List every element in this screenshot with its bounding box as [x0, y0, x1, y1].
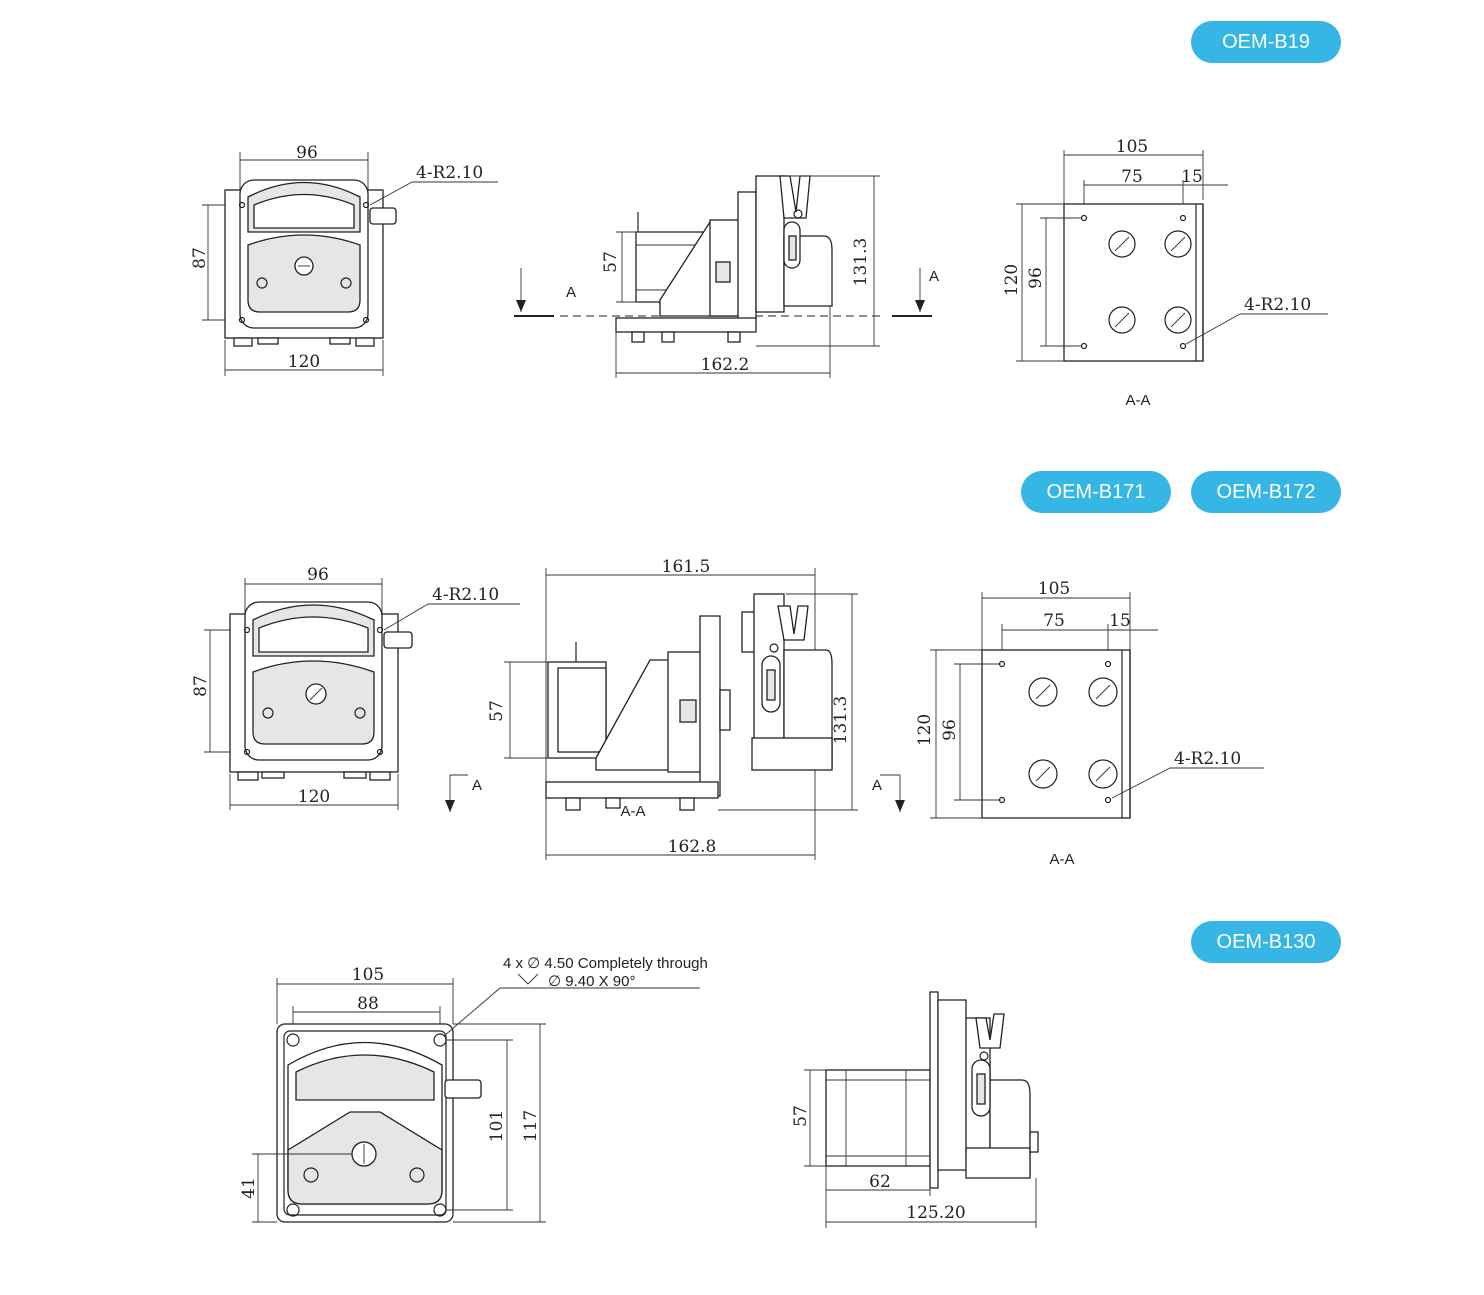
b130-dim-105: 105 [352, 965, 384, 985]
b19-aa-dim-15: 15 [1181, 167, 1203, 187]
b19-holes-label: 4-R2.10 [416, 163, 483, 183]
b19-section-aa: 105 75 15 120 96 4-R2.10 A-A [1002, 137, 1328, 409]
b171-dim-131-3: 131.3 [831, 696, 851, 745]
b171-holes-label: 4-R2.10 [432, 585, 499, 605]
b171-dim-57: 57 [487, 700, 507, 722]
b171-dim-162-8: 162.8 [668, 837, 717, 857]
b171-dim-120: 120 [298, 787, 330, 807]
b130-front-view: 105 88 41 101 117 4 [239, 955, 708, 1223]
b130-dim-125-20: 125.20 [906, 1203, 965, 1223]
b130-dim-88: 88 [357, 994, 379, 1014]
b171-aa-holes-label: 4-R2.10 [1174, 749, 1241, 769]
b130-dim-57: 57 [791, 1105, 811, 1127]
b171-dim-161-5: 161.5 [662, 557, 711, 577]
b171-section-a-left: A [472, 777, 482, 794]
b130-dim-41: 41 [239, 1177, 259, 1199]
b19-dim-96: 96 [296, 143, 318, 163]
b19-front-view: 96 87 4-R2.10 120 [190, 143, 498, 376]
b171-dim-87: 87 [191, 675, 211, 697]
b171-aa-dim-120: 120 [915, 714, 935, 746]
badge-oem-b171: OEM-B171 [1021, 471, 1171, 513]
b130-hole-note-2: ∅ 9.40 X 90° [548, 973, 635, 990]
badge-oem-b19: OEM-B19 [1191, 21, 1341, 63]
b171-aa-dim-105: 105 [1038, 579, 1070, 599]
b171-dim-96: 96 [307, 565, 329, 585]
badge-oem-b172: OEM-B172 [1191, 471, 1341, 513]
b19-aa-dim-105: 105 [1116, 137, 1148, 157]
b130-hole-note-1: 4 x ∅ 4.50 Completely through [503, 955, 708, 972]
b171-aa-dim-75: 75 [1043, 611, 1065, 631]
b19-dim-87: 87 [190, 247, 210, 269]
b19-aa-dim-96: 96 [1026, 267, 1046, 289]
b171-aa-label: A-A [1049, 851, 1074, 868]
b19-aa-dim-120: 120 [1002, 264, 1022, 296]
b19-section-a-left: A [566, 284, 576, 301]
b19-dim-162-2: 162.2 [701, 355, 750, 375]
b19-side-view: A A 57 131.3 [514, 175, 939, 378]
b19-aa-dim-75: 75 [1121, 167, 1143, 187]
b171-section-a-right: A [872, 777, 882, 794]
b130-dim-117: 117 [521, 1110, 541, 1142]
b171-front-view: 96 87 4-R2.10 120 [191, 565, 520, 810]
b130-side-view: 57 62 125.20 [791, 991, 1039, 1228]
b19-aa-holes-label: 4-R2.10 [1244, 295, 1311, 315]
b19-dim-131-3: 131.3 [851, 238, 871, 287]
b171-aa-dim-96: 96 [940, 719, 960, 741]
b130-dim-62: 62 [869, 1172, 891, 1192]
b19-dim-57: 57 [601, 251, 621, 273]
b130-dim-101: 101 [487, 1110, 507, 1142]
badge-oem-b130: OEM-B130 [1191, 921, 1341, 963]
b171-inline-aa: A-A [620, 803, 645, 820]
b171-aa-dim-15: 15 [1109, 611, 1131, 631]
b19-dim-120: 120 [288, 352, 320, 372]
b19-aa-label: A-A [1125, 392, 1150, 409]
b171-section-aa: 105 75 15 120 96 4-R2.10 A-A [915, 579, 1264, 868]
b171-side-view: A A 161.5 A-A 57 [445, 557, 905, 860]
b19-section-a-right: A [929, 268, 939, 285]
